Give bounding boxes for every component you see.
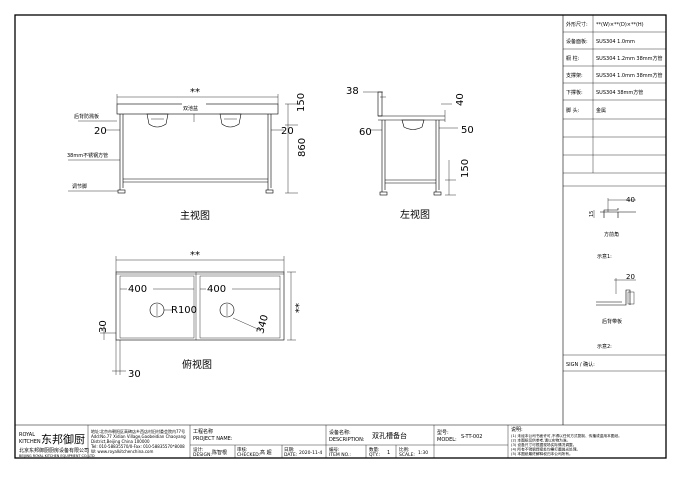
- top-dim-r100: R100: [171, 305, 197, 316]
- side-dim-60: 60: [359, 127, 372, 138]
- desc-value: 双孔槽备台: [372, 431, 407, 440]
- note-5: (5) 本图纸最终解释权归本公司所有。: [511, 451, 573, 456]
- spec-table: 外形尺寸: **(W)×**(D)×**(H) 设备面板: SUS304 1.0…: [562, 15, 666, 425]
- website: W: www.royalkitchenchina.com: [91, 449, 153, 454]
- front-view: ** 后背防溅板 双池盆 38mm不锈钢方管 调节脚 20 20: [67, 87, 308, 222]
- side-dim-50: 50: [461, 125, 474, 136]
- addr-line-1: 北京市朝阳区高碑店乡西店村旧村委会院内77号: [100, 428, 185, 434]
- top-dim-400-right: 400: [207, 284, 226, 295]
- front-backsplash-label: 后背防溅板: [74, 113, 99, 120]
- side-dim-40: 40: [455, 93, 466, 106]
- item-label-cn: 编号:: [329, 446, 340, 453]
- detail-back-edge: 20 后背带板 示意2:: [596, 273, 636, 350]
- top-dim-30-bottom: 30: [128, 369, 141, 380]
- spec-label-frame: 支撑架:: [566, 72, 583, 79]
- company-cn: 北京东邦御厨厨房设备有限公司: [19, 447, 89, 454]
- detail1-caption: 示意1:: [597, 253, 612, 260]
- title-block: ROYAL KITCHEN 东邦御厨 北京东邦御厨厨房设备有限公司 BEIJIN…: [15, 424, 666, 458]
- addr-line-2: Add:No.77 Xidian Village,Gaobeidian Chao…: [91, 434, 186, 439]
- addr-label: 地址:: [91, 428, 100, 434]
- project-label-cn: 工程名称: [193, 428, 213, 435]
- project-label-en: PROJECT NAME:: [193, 436, 233, 442]
- logo-en-kitchen: KITCHEN: [19, 439, 41, 445]
- top-view-title: 俯视图: [182, 358, 212, 371]
- checker-name: 高 超: [260, 449, 272, 456]
- detail1-title: 方前角: [604, 231, 619, 238]
- front-tube-label: 38mm不锈钢方管: [67, 152, 108, 159]
- notes-title: 说明:: [511, 426, 523, 433]
- tel-fax: Tel: 010-58835570/0-Fax: 010-58835570*80…: [90, 444, 185, 449]
- outer-frame: [14, 14, 667, 459]
- qty-label-cn: 数量:: [369, 446, 380, 453]
- top-dim-340: 340: [255, 314, 271, 335]
- top-view: ** 400 400 R100 340 ** 30: [98, 250, 305, 380]
- top-dim-400: 400: [128, 284, 147, 295]
- front-dim-left-20: 20: [94, 126, 107, 137]
- side-dim-38: 38: [346, 86, 359, 97]
- model-value: S-TT-002: [461, 434, 482, 440]
- design-label-cn: 设计:: [193, 446, 204, 453]
- spec-label-legs: 橱 柱:: [566, 55, 580, 62]
- desc-label-en: DESCRIPTION:: [329, 437, 365, 443]
- logo-en-royal: ROYAL: [19, 432, 35, 438]
- qty-value: 1: [387, 450, 390, 456]
- scale-label-en: SCALE:: [399, 452, 415, 458]
- detail-front-edge: 40 15 方前角 示意1:: [589, 196, 636, 260]
- detail2-dim-20: 20: [626, 273, 635, 281]
- date-value: 2020-11-4: [299, 450, 322, 456]
- desc-label-cn: 设备名称:: [329, 429, 351, 436]
- side-dim-150: 150: [460, 159, 471, 178]
- note-3: (3) 设备尺寸可根据现场实际情况调整。: [511, 442, 576, 447]
- check-label-cn: 审核:: [237, 446, 248, 453]
- front-dim-860: 860: [297, 138, 308, 157]
- check-label-en: CHECKED:: [237, 452, 260, 458]
- spec-value-frame: SUS304 1.0mm 38mm方管: [596, 72, 663, 79]
- date-label-cn: 日期:: [284, 447, 295, 453]
- model-label-cn: 型号:: [437, 429, 449, 436]
- scale-value: 1:30: [418, 450, 428, 456]
- scale-label-cn: 比例:: [399, 446, 410, 453]
- design-label-en: DESIGN:: [193, 452, 212, 458]
- model-label-en: MODEL:: [437, 437, 457, 443]
- logo-cn: 东邦御厨: [41, 432, 85, 446]
- spec-value-lower: SUS304 38mm方管: [596, 89, 643, 96]
- front-view-title: 主视图: [180, 209, 210, 222]
- designer-name: 陈智根: [212, 449, 227, 456]
- note-1: (1) 未经本公司书面许可,不得以任何方式复制、传播或盗用本图纸。: [511, 433, 622, 438]
- spec-label-panel: 设备面板:: [566, 38, 588, 45]
- note-4: (4) 所有不锈钢焊接处均需打磨抛光处理。: [511, 447, 580, 452]
- sign-label: SIGN / 确认:: [566, 361, 595, 368]
- addr-line-3: District,Beijing China 100000: [91, 439, 150, 444]
- side-view: 38 40 60 50 150 左视图: [346, 86, 474, 221]
- detail2-title: 后背带板: [602, 318, 622, 325]
- spec-label-feet: 脚 头:: [566, 107, 580, 114]
- top-depth-label: **: [294, 303, 305, 313]
- qty-label-en: QTY.:: [369, 452, 380, 458]
- spec-label-size: 外形尺寸:: [566, 21, 588, 28]
- note-2: (2) 本图纸仅供参考,请以实物为准。: [511, 438, 570, 443]
- detail1-dim-15: 15: [589, 211, 595, 217]
- detail1-dim-40: 40: [626, 196, 635, 204]
- front-width-label: **: [190, 87, 200, 98]
- top-width-label: **: [190, 250, 200, 261]
- spec-value-size: **(W)×**(D)×**(H): [596, 22, 644, 28]
- date-label-en: DATE:: [284, 452, 297, 458]
- item-label-en: ITEM NO.:: [329, 452, 351, 458]
- front-sink-label: 双池盆: [183, 105, 198, 112]
- spec-value-panel: SUS304 1.0mm: [596, 39, 635, 45]
- top-dim-30-left: 30: [98, 320, 109, 333]
- spec-label-lower: 下撑板:: [566, 89, 583, 96]
- spec-value-feet: 金属: [596, 107, 606, 114]
- front-dim-150: 150: [296, 93, 307, 112]
- front-dim-right-20: 20: [281, 126, 294, 137]
- front-foot-label: 调节脚: [72, 183, 87, 190]
- side-view-title: 左视图: [400, 208, 430, 221]
- detail2-caption: 示意2:: [597, 343, 612, 350]
- company-en: BEIJING ROYAL KITCHEN EQUIPMENT CO.,LTD: [19, 454, 95, 458]
- spec-value-legs: SUS304 1.2mm 38mm方管: [596, 55, 663, 62]
